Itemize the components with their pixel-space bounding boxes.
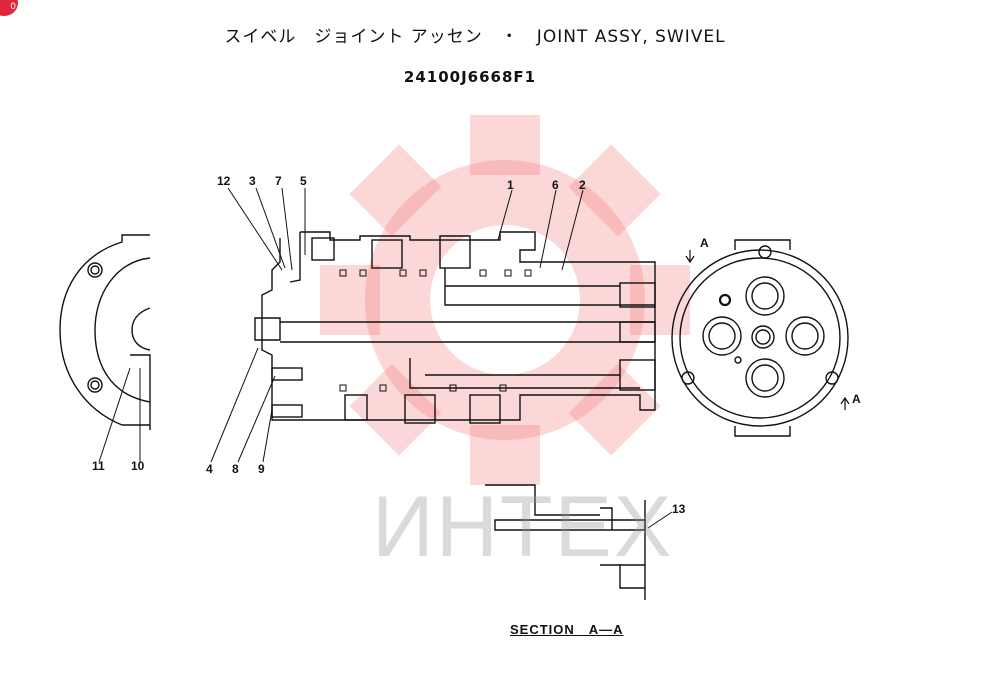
brand-watermark: ИНТЕХ [372,479,674,575]
left-end-view [59,234,151,430]
section-marker-bottom: A [852,392,861,406]
callout-8: 8 [232,462,239,476]
callout-10: 10 [131,459,145,473]
callout-11: 11 [92,459,105,473]
corner-badge: 0 [0,0,18,16]
section-label: SECTION A—A [510,622,624,637]
callout-7: 7 [275,174,282,188]
leader-lines [98,187,673,529]
drawing-title: スイベル ジョイント アッセン ・ JOINT ASSY, SWIVEL [224,27,726,47]
callout-2: 2 [579,178,586,192]
part-number: 24100J6668F1 [403,68,537,86]
main-section-view [254,231,656,424]
callout-5: 5 [300,174,307,188]
callout-6: 6 [552,178,559,192]
callout-12: 12 [217,174,231,188]
right-end-view [671,239,849,437]
callout-9: 9 [258,462,265,476]
section-aa-view [485,484,646,600]
section-marker-top: A [700,236,709,250]
section-arrows [685,250,850,410]
callout-4: 4 [206,462,213,476]
callout-3: 3 [249,174,256,188]
callout-1: 1 [507,178,514,192]
callout-13: 13 [672,502,686,516]
